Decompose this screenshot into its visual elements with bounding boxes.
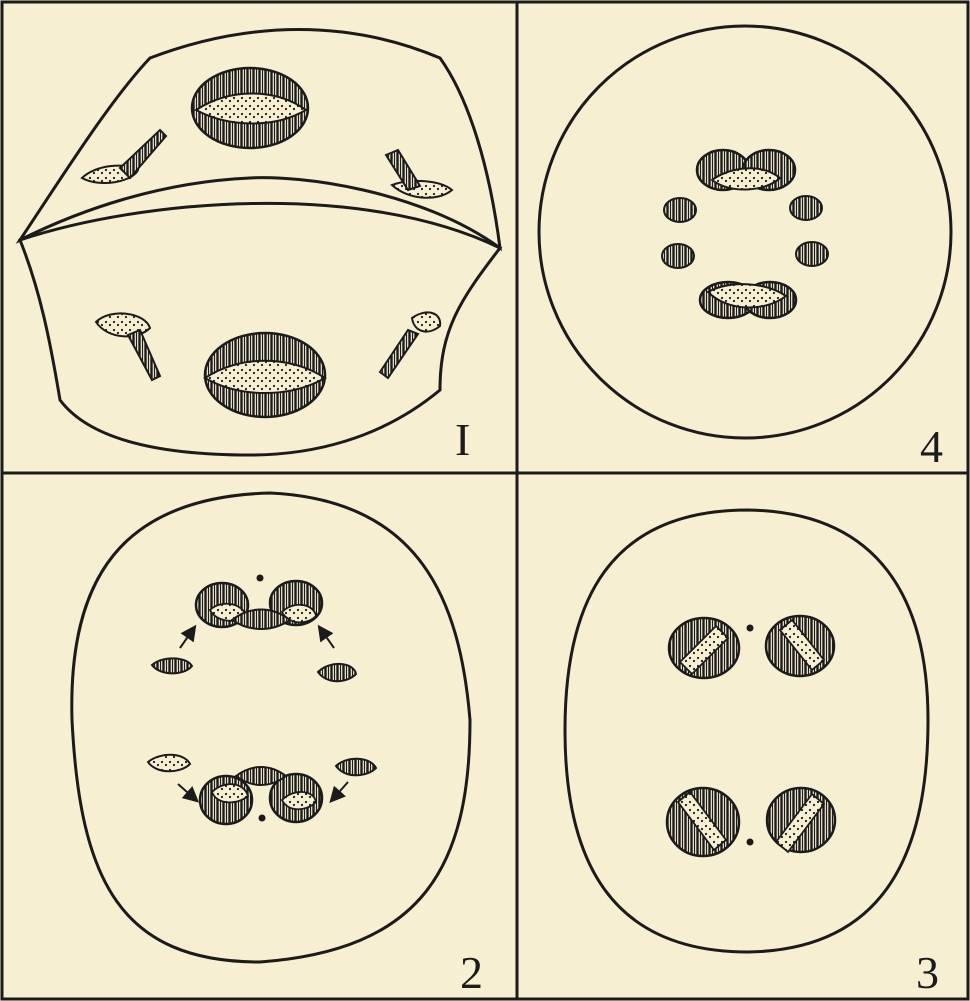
panel-3-upper-left [669, 618, 739, 678]
panel-3-upper-right [766, 616, 834, 676]
panel-3-lower-right [767, 788, 835, 852]
panel-3-lower-left [667, 788, 739, 856]
panel-2-number: 2 [460, 947, 483, 998]
panel-4-number: 4 [920, 421, 943, 472]
panel-3-lower-dot [747, 839, 754, 846]
upper-chromatophore [192, 68, 308, 148]
lower-chromatophore [205, 333, 325, 417]
panel-3-upper-dot [747, 625, 754, 632]
panel-3-number: 3 [916, 947, 939, 998]
panel-1-number: I [455, 414, 470, 465]
panel-4-lower-pair [700, 282, 796, 318]
